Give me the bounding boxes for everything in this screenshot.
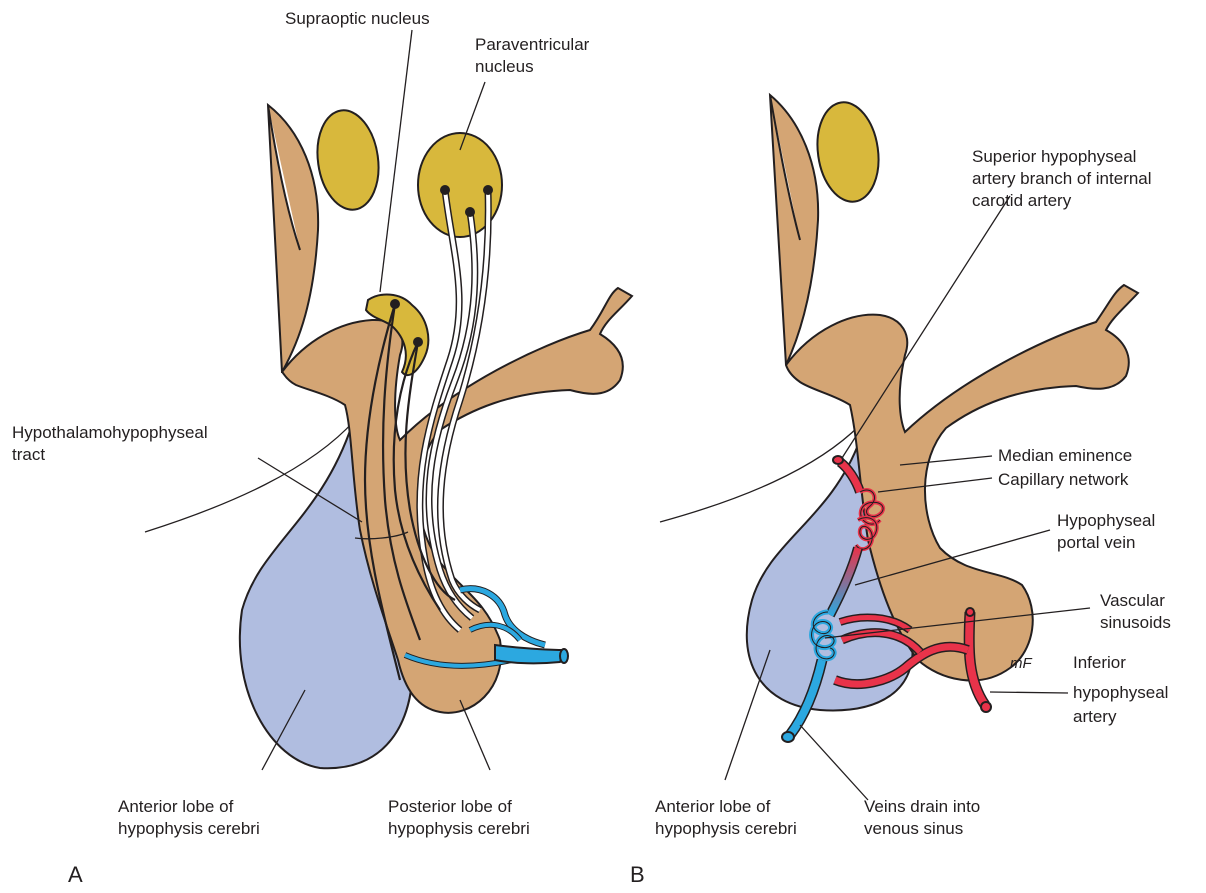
- label-sinusoids-line2: sinusoids: [1100, 613, 1171, 632]
- label-portal-vein-line1: Hypophyseal: [1057, 511, 1155, 530]
- label-superior-artery-line1: Superior hypophyseal: [972, 147, 1136, 166]
- label-inferior-artery-line2: hypophyseal: [1073, 683, 1168, 702]
- label-capillary-network: Capillary network: [998, 470, 1129, 489]
- label-posterior-lobe-line1: Posterior lobe of: [388, 797, 512, 816]
- label-paraventricular-line2: nucleus: [475, 57, 534, 76]
- label-tract-line2: tract: [12, 445, 45, 464]
- label-median-eminence: Median eminence: [998, 446, 1132, 465]
- leader-anterior-lobe-b: [725, 650, 770, 780]
- label-inferior-artery-line1: Inferior: [1073, 653, 1126, 672]
- label-inferior-artery-line3: artery: [1073, 707, 1117, 726]
- label-anterior-lobe-a-line1: Anterior lobe of: [118, 797, 234, 816]
- label-supraoptic-nucleus: Supraoptic nucleus: [285, 9, 430, 28]
- leader-supraoptic-a: [380, 30, 412, 292]
- leader-inferior-artery-b: [990, 692, 1068, 693]
- label-tract-line1: Hypothalamohypophyseal: [12, 423, 208, 442]
- label-anterior-lobe-b-line1: Anterior lobe of: [655, 797, 771, 816]
- label-anterior-lobe-b-line2: hypophysis cerebri: [655, 819, 797, 838]
- anterior-nucleus-blob-a: [311, 106, 384, 213]
- draining-vein-end-b: [782, 732, 794, 742]
- leader-veins-b: [800, 725, 868, 800]
- anterior-nucleus-blob-b: [811, 98, 884, 205]
- panel-label-a: A: [68, 862, 83, 887]
- label-superior-artery-line2: artery branch of internal: [972, 169, 1152, 188]
- label-anterior-lobe-a-line2: hypophysis cerebri: [118, 819, 260, 838]
- leader-posterior-lobe-a: [460, 700, 490, 770]
- label-portal-vein-line2: portal vein: [1057, 533, 1135, 552]
- panel-b: mF Superior hypophyseal artery branch of…: [630, 95, 1171, 887]
- panel-label-b: B: [630, 862, 645, 887]
- label-superior-artery-line3: carotid artery: [972, 191, 1072, 210]
- artist-signature: mF: [1010, 655, 1032, 672]
- label-veins-line1: Veins drain into: [864, 797, 980, 816]
- label-posterior-lobe-line2: hypophysis cerebri: [388, 819, 530, 838]
- panel-a: Supraoptic nucleus Paraventricular nucle…: [12, 9, 632, 887]
- label-sinusoids-line1: Vascular: [1100, 591, 1165, 610]
- label-paraventricular-line1: Paraventricular: [475, 35, 590, 54]
- label-veins-line2: venous sinus: [864, 819, 963, 838]
